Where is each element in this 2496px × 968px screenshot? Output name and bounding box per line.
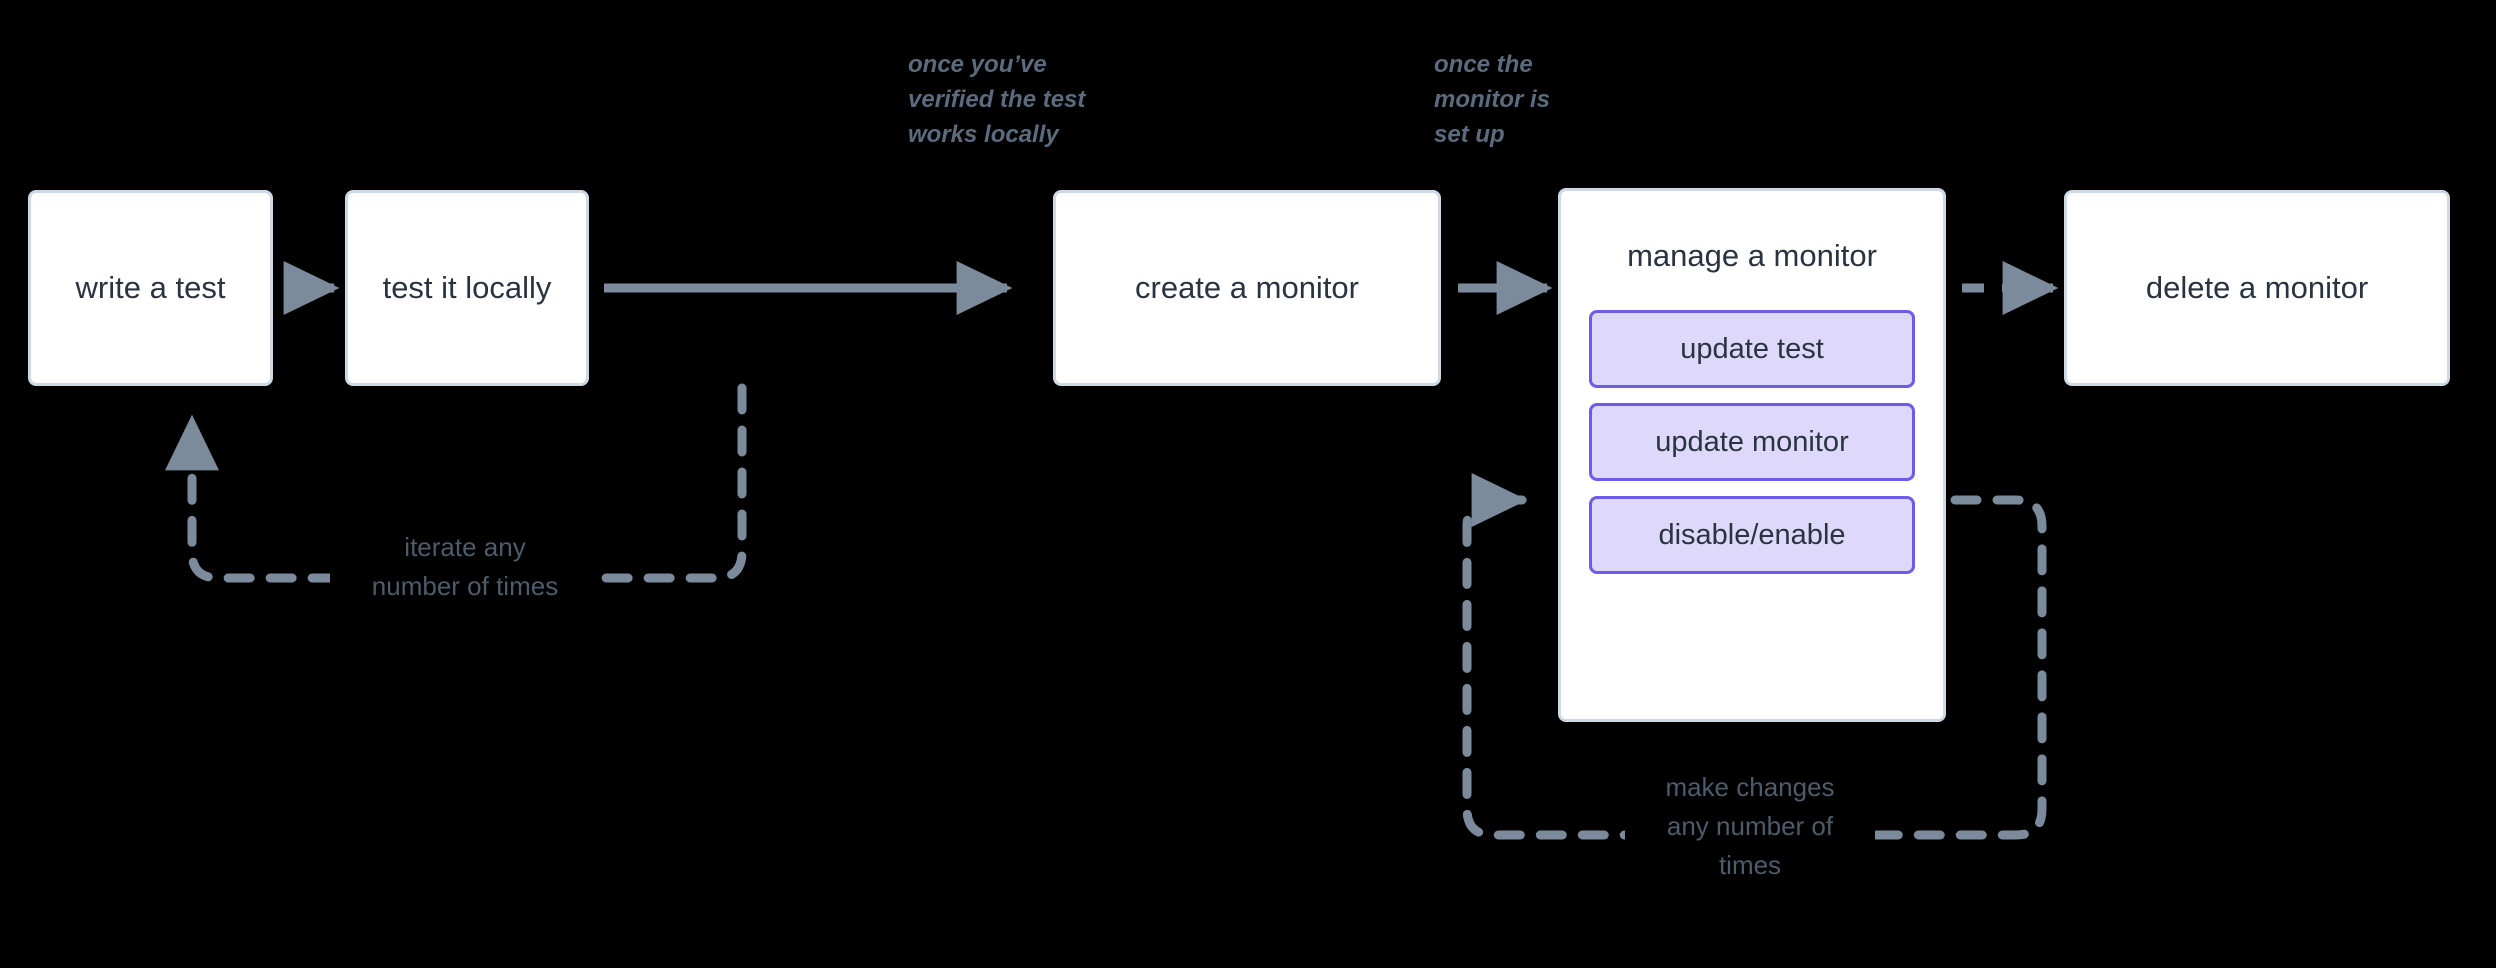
- node-create-a-monitor[interactable]: create a monitor: [1053, 190, 1441, 386]
- subnode-update-test[interactable]: update test: [1589, 310, 1915, 389]
- subnode-update-monitor[interactable]: update monitor: [1589, 403, 1915, 482]
- subnode-label-update-monitor: update monitor: [1655, 425, 1849, 458]
- note-verified-the-test-works-locally: once you’ve verified the test works loca…: [908, 51, 1086, 148]
- manage-a-monitor-actions: update test update monitor disable/enabl…: [1561, 310, 1943, 602]
- node-delete-a-monitor[interactable]: delete a monitor: [2064, 190, 2450, 386]
- subnode-disable-enable[interactable]: disable/enable: [1589, 496, 1915, 575]
- subnode-label-update-test: update test: [1680, 332, 1824, 365]
- node-label-write-a-test: write a test: [75, 270, 226, 306]
- node-test-it-locally[interactable]: test it locally: [345, 190, 589, 386]
- node-label-test-it-locally: test it locally: [382, 270, 552, 306]
- node-label-manage-a-monitor: manage a monitor: [1627, 238, 1877, 273]
- subnode-label-disable-enable: disable/enable: [1658, 518, 1846, 551]
- loop-label-make-changes-any-number-of-times: make changes any number of times: [1625, 768, 1875, 885]
- loop-label-iterate-any-number-of-times: iterate any number of times: [330, 528, 600, 606]
- node-label-delete-a-monitor: delete a monitor: [2145, 270, 2369, 306]
- node-write-a-test[interactable]: write a test: [28, 190, 273, 386]
- note-once-the-monitor-is-set-up: once the monitor is set up: [1434, 51, 1551, 148]
- node-manage-a-monitor[interactable]: manage a monitor update test update moni…: [1558, 188, 1946, 722]
- node-label-create-a-monitor: create a monitor: [1135, 270, 1359, 306]
